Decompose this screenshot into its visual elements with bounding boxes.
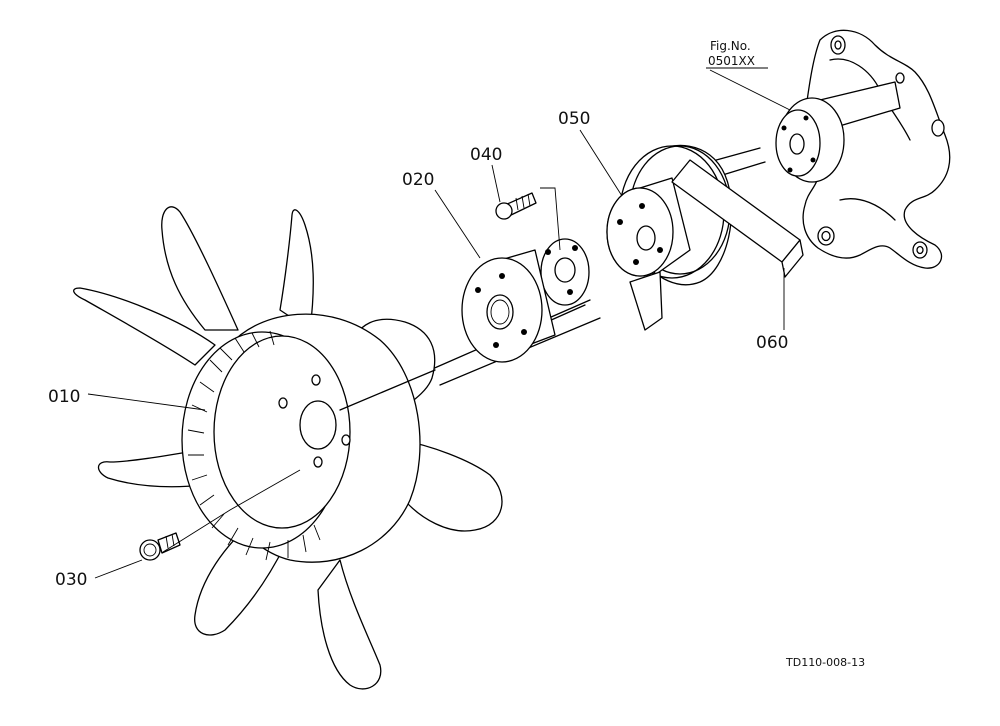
fig-number: 0501XX [708,54,755,68]
leader-lines [87,67,791,579]
bolt-040 [495,192,537,220]
callout-030: 030 [55,570,87,590]
bolt-030 [139,532,181,561]
callout-020: 020 [402,170,434,190]
callout-050: 050 [558,109,590,129]
spacer-flange-020 [461,249,556,363]
callout-040: 040 [470,145,502,165]
fan-pulley-050 [606,144,733,286]
water-pump-housing [679,29,951,269]
v-belt-060 [629,159,804,331]
callout-010: 010 [48,387,80,407]
drawing-code: TD110-008-13 [785,656,865,669]
callout-060: 060 [756,333,788,353]
cooling-fan-010 [73,206,503,690]
fig-label: Fig.No. [710,39,751,53]
